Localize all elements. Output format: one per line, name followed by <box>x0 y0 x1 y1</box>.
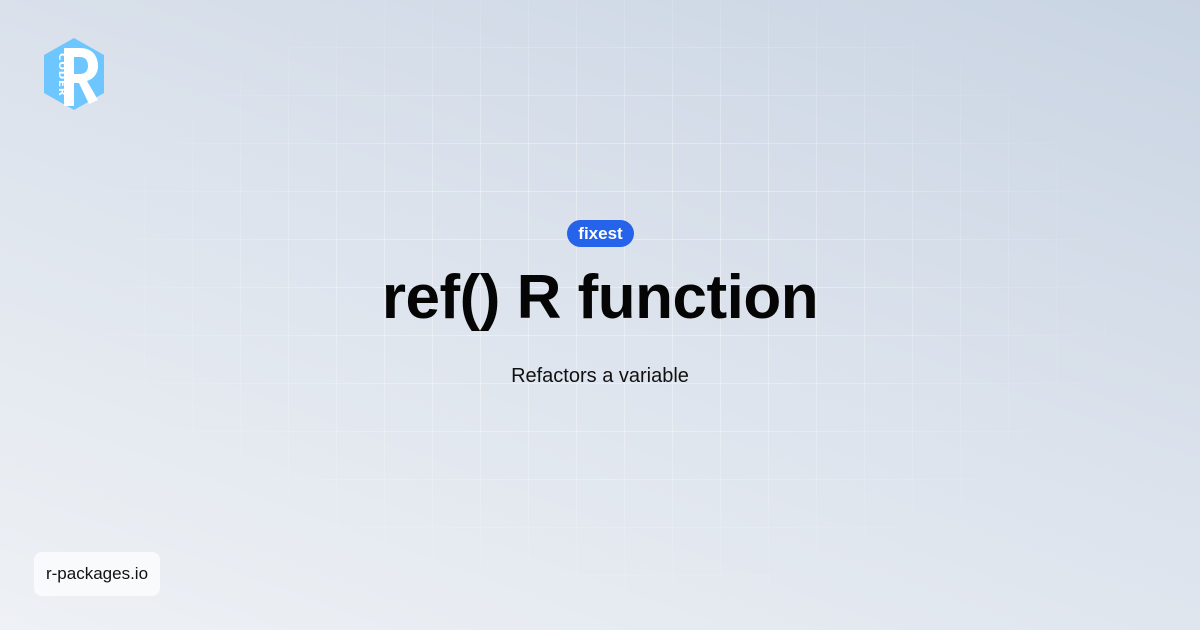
page-subtitle: Refactors a variable <box>511 365 689 387</box>
page-title: ref() R function <box>381 263 819 332</box>
site-link[interactable]: r-packages.io <box>34 552 160 596</box>
package-badge[interactable]: fixest <box>567 220 634 247</box>
coder-r-logo: CODER <box>44 38 104 110</box>
svg-text:CODER: CODER <box>56 53 67 97</box>
